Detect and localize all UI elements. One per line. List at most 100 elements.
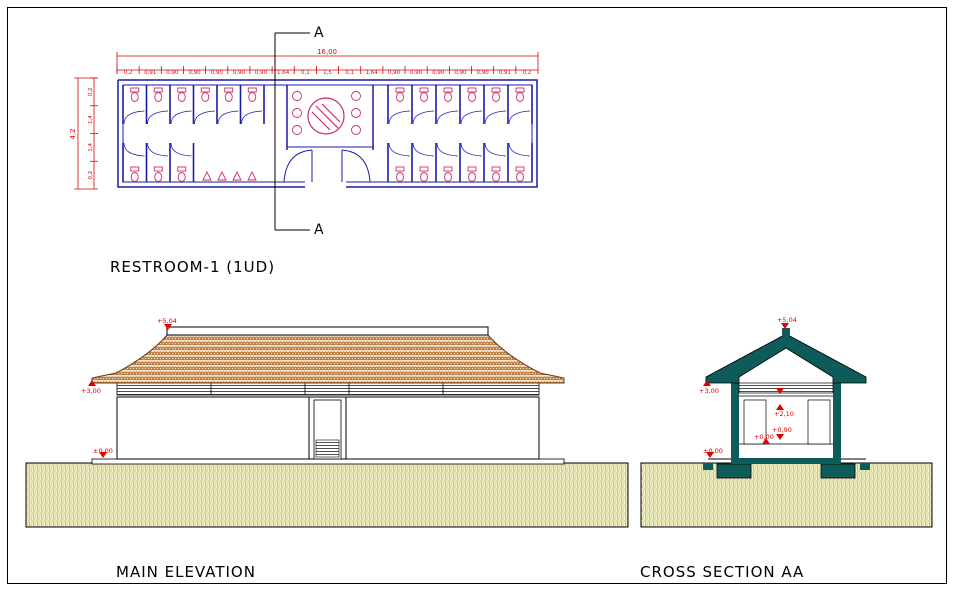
cross-section: +5,04 +3,00 +2,10 +0,90 +0,00 ±0,00: [640, 316, 933, 528]
stall-door: [412, 142, 435, 157]
urinal: [247, 170, 257, 181]
section-column-left: [731, 383, 739, 464]
toilet-bowl: [492, 172, 500, 182]
stall-door: [147, 110, 169, 125]
elevation-ground: [25, 462, 629, 528]
dim-label: 0,90: [233, 70, 246, 76]
toilet-bowl: [396, 172, 404, 182]
accessible-wc: [307, 97, 345, 135]
dim-label: 1,64: [277, 70, 290, 76]
toilet-tank: [491, 166, 501, 172]
toilet-tank: [419, 87, 429, 93]
dim-label: 0,90: [188, 70, 201, 76]
sec-level-ridge: +5,04: [777, 316, 797, 324]
toilet-bowl: [154, 172, 163, 182]
toilet-bowl: [224, 92, 233, 102]
sink: [351, 125, 361, 135]
elevation-title: MAIN ELEVATION: [116, 563, 256, 581]
section-mark-top: A: [314, 25, 324, 41]
dim-label: 0,90: [454, 70, 467, 76]
section-ground: [640, 462, 933, 528]
toilet-bowl: [201, 92, 210, 102]
sink: [351, 108, 361, 118]
stall-door: [217, 110, 239, 125]
toilet-tank: [467, 166, 477, 172]
dim-label: 0,2: [88, 171, 94, 180]
sink: [292, 91, 302, 101]
dim-label: 0,1: [345, 70, 354, 76]
toilet-bowl: [516, 92, 524, 102]
section-mark-bottom: A: [314, 222, 324, 238]
elevation-plinth: [91, 458, 565, 465]
elev-level-ridge: +5,04: [157, 317, 177, 325]
plan-title: RESTROOM-1 (1UD): [110, 258, 276, 276]
toilet-bowl: [396, 92, 404, 102]
stall-door: [436, 142, 459, 157]
sec-level-floor: +0,00: [754, 433, 774, 441]
toilet-bowl: [492, 92, 500, 102]
dim-label: 0,90: [432, 70, 445, 76]
stall-door: [508, 110, 531, 125]
sec-level-eave: +3,00: [699, 387, 719, 395]
fixture-group: [130, 87, 525, 182]
urinal: [232, 170, 242, 181]
toilet-tank: [491, 87, 501, 93]
dim-left-col: 0,21,41,40,2: [88, 77, 98, 180]
dim-label: 0,91: [499, 70, 511, 76]
drawing-border: [7, 7, 947, 584]
section-ridge-cap: [782, 328, 790, 336]
toilet-tank: [395, 87, 405, 93]
elevation-level-markers: [88, 324, 172, 458]
section-floor-slab: [731, 458, 841, 464]
stall-door: [123, 110, 145, 125]
stall-door: [388, 110, 411, 125]
entrance-door-left: [283, 149, 313, 183]
toilet-tank: [130, 87, 140, 93]
toilet-tank: [153, 87, 163, 93]
toilet-tank: [153, 166, 163, 172]
stall-door: [241, 110, 263, 125]
toilet-bowl: [130, 92, 139, 102]
toilet-tank: [443, 166, 453, 172]
stall-group: [122, 85, 533, 182]
main-elevation: +5,04 +3,00 ±0,00: [25, 317, 629, 528]
toilet-bowl: [130, 172, 139, 182]
stall-door: [436, 110, 459, 125]
stall-door: [484, 142, 507, 157]
plan-outer-wall: [117, 79, 538, 188]
toilet-bowl: [516, 172, 524, 182]
section-level-markers: [703, 323, 789, 458]
dim-label: 1,4: [88, 143, 94, 152]
dim-label: 0,90: [166, 70, 179, 76]
dim-label: 0,90: [476, 70, 489, 76]
toilet-bowl: [154, 92, 163, 102]
elevation-ridge: [166, 326, 489, 336]
dim-label: 0,2: [523, 70, 532, 76]
toilet-bowl: [468, 172, 476, 182]
dim-label: 0,2: [124, 70, 133, 76]
sec-level-mid1: +2,10: [774, 410, 794, 418]
elevation-louver-band: [116, 382, 540, 396]
section-column-right: [833, 383, 841, 464]
section-cut-line: [274, 32, 310, 231]
toilet-tank: [177, 87, 187, 93]
stall-door: [484, 110, 507, 125]
dim-label: 0,90: [255, 70, 268, 76]
toilet-tank: [515, 87, 525, 93]
stall-door: [170, 110, 192, 125]
toilet-bowl: [444, 92, 452, 102]
toilet-tank: [224, 87, 234, 93]
dim-label: 0,2: [88, 88, 94, 97]
dim-label: 0,90: [388, 70, 401, 76]
toilet-tank: [443, 87, 453, 93]
toilet-bowl: [248, 92, 257, 102]
sink: [292, 108, 302, 118]
dimension-lines: [74, 52, 539, 190]
dim-label: 0,91: [144, 70, 156, 76]
elevation-roof: [91, 334, 565, 384]
dim-label: 1,5: [323, 70, 332, 76]
section-roof: [705, 333, 867, 384]
elev-level-eave: +3,00: [81, 387, 101, 395]
